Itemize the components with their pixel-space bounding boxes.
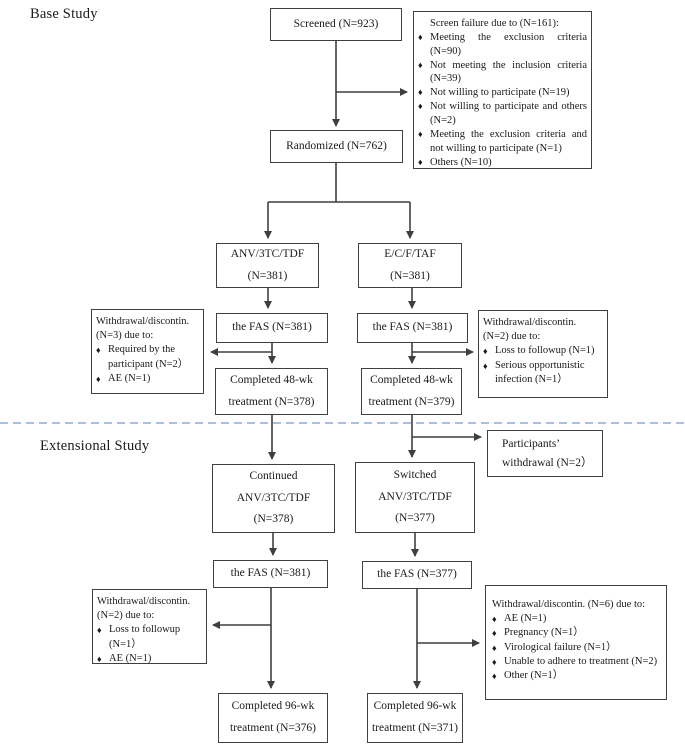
completed-48wk-left-box: Completed 48-wk treatment (N=378) [215, 368, 328, 415]
list-item-text: Not meeting the inclusion criteria (N=39… [430, 59, 587, 85]
ext-fas-left-box: the FAS (N=381) [213, 560, 328, 588]
completed-96wk-left-box: Completed 96-wk treatment (N=376) [218, 693, 328, 743]
arm-anv-3tc-tdf-box: ANV/3TC/TDF (N=381) [216, 243, 319, 288]
continued-arm-box: Continued ANV/3TC/TDF (N=378) [212, 464, 335, 533]
list-item-text: Other (N=1） [504, 669, 564, 681]
diamond-bullet-icon: ♦ [97, 625, 102, 636]
list-item: ♦ Not meeting the inclusion criteria (N=… [418, 59, 587, 87]
list-item-text: Meeting the exclusion criteria and not w… [430, 128, 587, 154]
list-item-text: Not willing to participate (N=19) [430, 87, 570, 99]
list-item-text: AE (N=1) [109, 652, 152, 664]
diamond-bullet-icon: ♦ [492, 670, 497, 681]
list-item-text: Meeting the exclusion criteria (N=90) [430, 31, 587, 57]
diamond-bullet-icon: ♦ [418, 128, 423, 139]
list-item: ♦ Required by the participant (N=2） [96, 343, 199, 371]
diamond-bullet-icon: ♦ [418, 101, 423, 112]
diamond-bullet-icon: ♦ [96, 345, 101, 356]
switched-arm-box: Switched ANV/3TC/TDF (N=377) [355, 462, 475, 533]
list-item: ♦ Loss to followup (N=1) [483, 344, 603, 358]
diamond-bullet-icon: ♦ [483, 360, 488, 371]
withdrawal-title: Withdrawal/discontin. (N=2) due to: [97, 596, 191, 622]
arm-ecf-taf-box: E/C/F/TAF (N=381) [358, 243, 462, 288]
participants-withdrawal-box: Participants’ withdrawal (N=2） [487, 430, 603, 477]
extensional-study-label: Extensional Study [40, 438, 150, 454]
withdrawal-title: Withdrawal/discontin. (N=2) due to: [483, 317, 577, 343]
list-item: ♦ Virological failure (N=1） [492, 641, 662, 655]
diamond-bullet-icon: ♦ [492, 614, 497, 625]
list-item: ♦ Serious opportunistic infection (N=1） [483, 359, 603, 387]
diamond-bullet-icon: ♦ [418, 59, 423, 70]
diamond-bullet-icon: ♦ [96, 373, 101, 384]
list-item-text: AE (N=1) [504, 613, 547, 625]
base-fas-left-box: the FAS (N=381) [216, 313, 328, 343]
diamond-bullet-icon: ♦ [418, 87, 423, 98]
list-item-text: AE (N=1) [108, 372, 151, 384]
completed-96wk-right-box: Completed 96-wk treatment (N=371) [367, 693, 463, 743]
screen-failure-title: Screen failure due to (N=161): [430, 18, 559, 29]
list-item-text: Pregnancy (N=1） [504, 627, 584, 639]
ext-withdrawal-right-box: Withdrawal/discontin. (N=6) due to: ♦ AE… [485, 585, 667, 700]
diamond-bullet-icon: ♦ [418, 31, 423, 42]
list-item-text: Others (N=10) [430, 156, 492, 168]
randomized-box: Randomized (N=762) [270, 130, 403, 163]
ext-withdrawal-left-box: Withdrawal/discontin. (N=2) due to: ♦ Lo… [92, 589, 207, 664]
withdrawal-title: Withdrawal/discontin. (N=6) due to: [492, 599, 646, 610]
list-item: ♦ Unable to adhere to treatment (N=2) [492, 655, 662, 669]
list-item-text: Required by the participant (N=2） [108, 344, 189, 370]
list-item: ♦ Meeting the exclusion criteria and not… [418, 128, 587, 156]
withdrawal-title: Withdrawal/discontin. (N=3) due to: [96, 316, 190, 342]
list-item-text: Serious opportunistic infection (N=1） [495, 359, 585, 385]
list-item: ♦ AE (N=1) [96, 372, 199, 386]
list-item: ♦ Pregnancy (N=1） [492, 626, 662, 640]
list-item-text: Unable to adhere to treatment (N=2) [504, 655, 658, 667]
diamond-bullet-icon: ♦ [492, 642, 497, 653]
diamond-bullet-icon: ♦ [492, 628, 497, 639]
list-item: ♦ Meeting the exclusion criteria (N=90) [418, 31, 587, 59]
list-item-text: Loss to followup (N=1) [495, 345, 595, 357]
list-item: ♦ Others (N=10) [418, 156, 587, 170]
base-withdrawal-left-box: Withdrawal/discontin. (N=3) due to: ♦ Re… [91, 309, 204, 394]
base-study-label: Base Study [30, 6, 98, 22]
list-item: ♦ Not willing to participate (N=19) [418, 86, 587, 100]
list-item: ♦ Other (N=1） [492, 669, 662, 683]
list-item: ♦ AE (N=1) [97, 652, 202, 666]
list-item-text: Loss to followup (N=1） [109, 624, 181, 650]
screen-failure-box: Screen failure due to (N=161): ♦ Meeting… [413, 11, 592, 169]
ext-fas-right-box: the FAS (N=377) [362, 561, 472, 589]
base-withdrawal-right-box: Withdrawal/discontin. (N=2) due to: ♦ Lo… [478, 310, 608, 398]
diamond-bullet-icon: ♦ [492, 656, 497, 667]
diamond-bullet-icon: ♦ [97, 653, 102, 664]
list-item: ♦ Loss to followup (N=1） [97, 623, 202, 651]
diamond-bullet-icon: ♦ [418, 156, 423, 167]
list-item: ♦ Not willing to participate and others … [418, 100, 587, 128]
list-item-text: Not willing to participate and others (N… [430, 101, 587, 127]
list-item: ♦ AE (N=1) [492, 612, 662, 626]
completed-48wk-right-box: Completed 48-wk treatment (N=379) [361, 368, 462, 415]
diamond-bullet-icon: ♦ [483, 346, 488, 357]
base-fas-right-box: the FAS (N=381) [357, 313, 468, 343]
screened-box: Screened (N=923) [270, 8, 402, 41]
list-item-text: Virological failure (N=1） [504, 641, 617, 653]
